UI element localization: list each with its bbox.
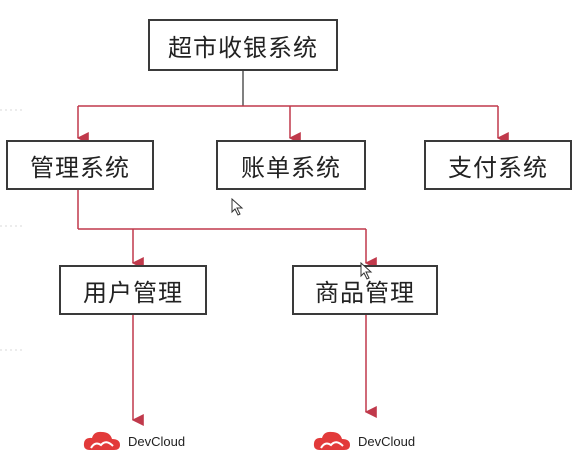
node-root[interactable]: 超市收银系统 [148, 19, 338, 71]
node-pay[interactable]: 支付系统 [424, 140, 572, 190]
devcloud-label: DevCloud [128, 433, 186, 449]
cloud-logo-icon [313, 431, 350, 450]
devcloud-label: DevCloud [358, 433, 416, 449]
node-bill[interactable]: 账单系统 [216, 140, 366, 190]
devcloud-watermark: DevCloud [82, 428, 185, 454]
node-user[interactable]: 用户管理 [59, 265, 207, 315]
mouse-cursor-icon [231, 198, 244, 216]
mouse-cursor-icon [360, 262, 373, 280]
node-mgmt[interactable]: 管理系统 [6, 140, 154, 190]
cloud-logo-icon [83, 431, 120, 450]
devcloud-watermark: DevCloud [312, 428, 415, 454]
